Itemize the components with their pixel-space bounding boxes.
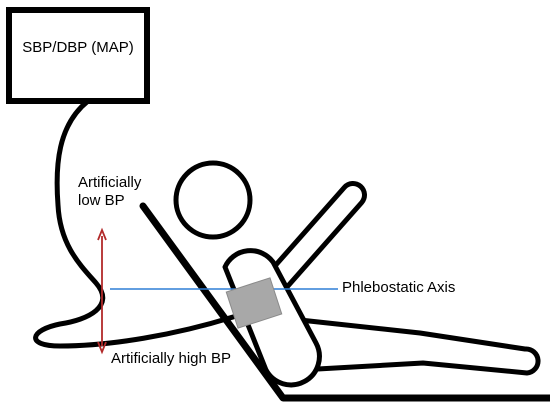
patient-head [173, 160, 253, 240]
artificially-low-bp-label: Artificially low BP [78, 174, 141, 210]
arrow-head-up [97, 227, 107, 241]
bp-monitor-box [6, 7, 150, 104]
pressure-transducer [225, 277, 283, 329]
low-bp-line-1: Artificially [78, 174, 142, 191]
patient-legs [299, 317, 541, 376]
monitor-reading-label: SBP/DBP (MAP) [22, 39, 134, 56]
pressure-tubing [33, 98, 236, 349]
artificially-high-bp-label: Artificially high BP [111, 350, 232, 367]
reclining-bed [139, 202, 550, 402]
patient-torso [222, 248, 322, 388]
arrow-head-down [97, 341, 107, 355]
phlebostatic-axis-label: Phlebostatic Axis [342, 279, 456, 296]
low-bp-line-2: low BP [78, 192, 125, 209]
